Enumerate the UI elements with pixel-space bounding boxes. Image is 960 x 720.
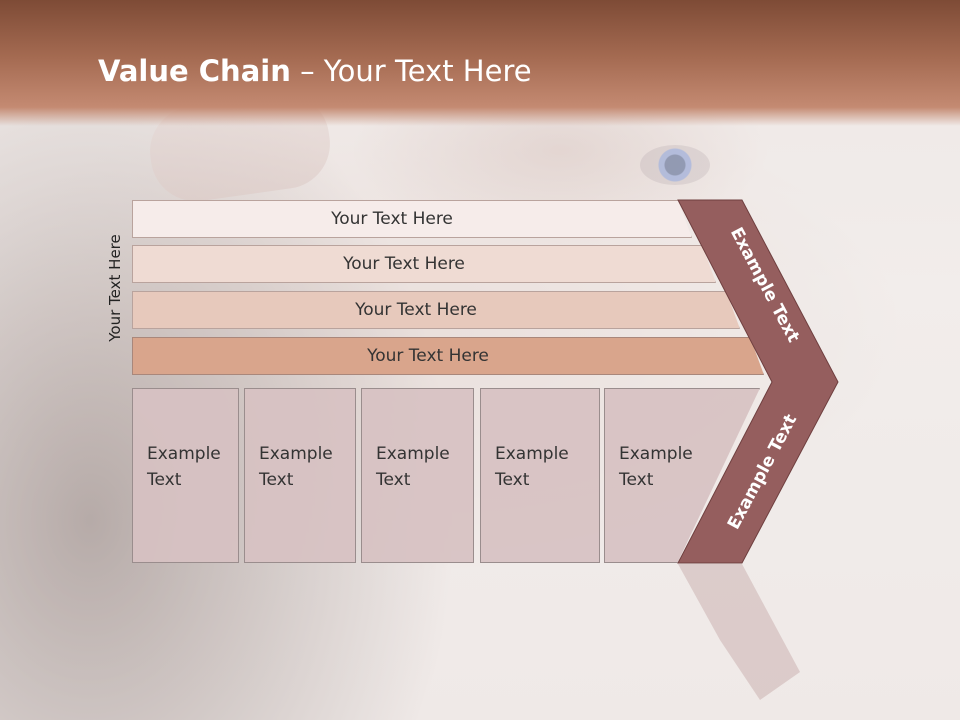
bar-4-label: Your Text Here (367, 346, 489, 366)
chevron-shape (677, 199, 839, 564)
example-box-2[interactable]: Example Text (244, 388, 356, 563)
bar-3-label: Your Text Here (355, 300, 477, 320)
title-bold: Value Chain (98, 54, 291, 88)
bar-2[interactable]: Your Text Here (132, 245, 716, 283)
box-3-line1: Example (376, 444, 450, 464)
box-5-line1: Example (619, 444, 693, 464)
bar-3[interactable]: Your Text Here (132, 291, 740, 329)
box-2-line2: Text (259, 470, 294, 490)
box-5-line2: Text (619, 470, 654, 490)
title-bar (0, 0, 960, 126)
box-3-line2: Text (376, 470, 411, 490)
title-rest: – Your Text Here (290, 54, 532, 88)
bar-1[interactable]: Your Text Here (132, 200, 692, 238)
example-box-1[interactable]: Example Text (132, 388, 239, 563)
chevron-reflection (678, 564, 800, 700)
bar-4[interactable]: Your Text Here (132, 337, 764, 375)
example-box-3[interactable]: Example Text (361, 388, 474, 563)
slide-title[interactable]: Value Chain – Your Text Here (98, 54, 532, 88)
box-1-line2: Text (147, 470, 182, 490)
background-eye (640, 145, 710, 185)
bar-1-label: Your Text Here (331, 209, 453, 229)
box-1-line1: Example (147, 444, 221, 464)
box-4-line1: Example (495, 444, 569, 464)
example-box-4[interactable]: Example Text (480, 388, 600, 563)
box-2-line1: Example (259, 444, 333, 464)
bar-2-label: Your Text Here (343, 254, 465, 274)
box-4-line2: Text (495, 470, 530, 490)
